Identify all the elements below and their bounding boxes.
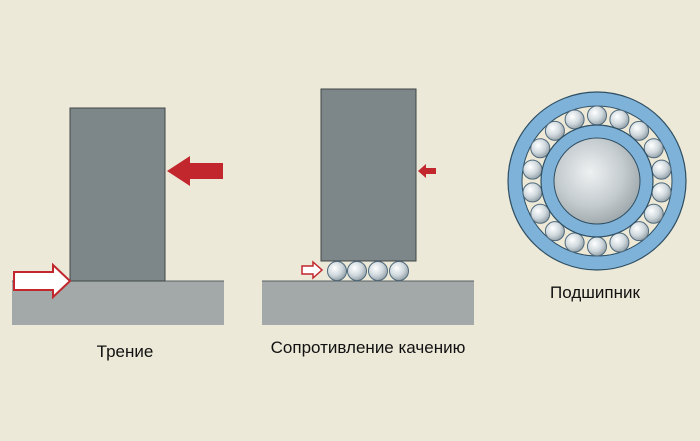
bearing-ball — [522, 182, 543, 203]
bearing-ball — [564, 232, 585, 253]
bearing-ball — [587, 105, 607, 126]
roller — [347, 261, 367, 281]
bearing-caption: Подшипник — [550, 283, 640, 302]
roller — [327, 261, 347, 281]
friction-force-arrow — [13, 262, 72, 300]
rollers — [327, 261, 409, 281]
friction-caption: Трение — [96, 342, 154, 361]
roller — [389, 261, 409, 281]
bearing-ball — [629, 221, 650, 242]
bearing — [507, 91, 687, 271]
rolling-resistance-caption: Сопротивление качению — [270, 338, 466, 357]
rolling-ground — [262, 281, 474, 325]
bearing-ball — [609, 109, 630, 130]
bearing-ball — [651, 182, 672, 203]
friction-block — [69, 107, 166, 282]
bearing-ball — [629, 120, 650, 141]
bearing-ball — [587, 236, 607, 257]
rolling-scene — [262, 88, 474, 325]
bearing-ball — [609, 232, 630, 253]
applied-force-arrow — [167, 156, 223, 186]
roller — [368, 261, 388, 281]
bearing-ball — [564, 109, 585, 130]
rolling-block — [320, 88, 417, 262]
bearing-ball — [651, 159, 672, 180]
bearing-ball — [544, 120, 565, 141]
bearing-ball — [530, 138, 551, 159]
small-resistance-arrow — [301, 260, 324, 280]
bearing-ball — [522, 159, 543, 180]
bearing-ball — [643, 203, 664, 224]
bearing-ball — [544, 221, 565, 242]
bearing-ball — [643, 138, 664, 159]
inner-race — [553, 137, 641, 225]
bearing-ball — [530, 203, 551, 224]
friction-scene — [12, 107, 224, 325]
balls — [522, 105, 672, 257]
small-applied-force-arrow — [418, 164, 436, 178]
